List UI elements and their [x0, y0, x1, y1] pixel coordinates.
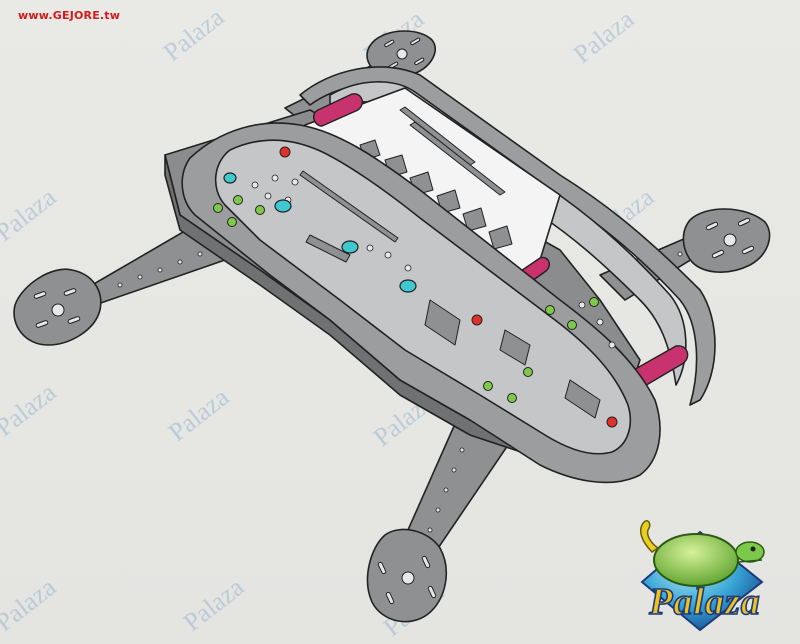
screws-cyan [223, 172, 417, 293]
center-plate-cutouts [359, 106, 513, 250]
turtle-mascot-icon [640, 519, 765, 632]
logo-text: Palaza [648, 580, 761, 624]
mount-holes [251, 174, 616, 349]
palaza-logo: Palaza [612, 512, 798, 638]
screws-red [279, 146, 618, 428]
front-rail-slots [299, 170, 601, 419]
screws-green [213, 195, 599, 403]
site-url-label: www.GEJORE.tw [18, 9, 121, 22]
